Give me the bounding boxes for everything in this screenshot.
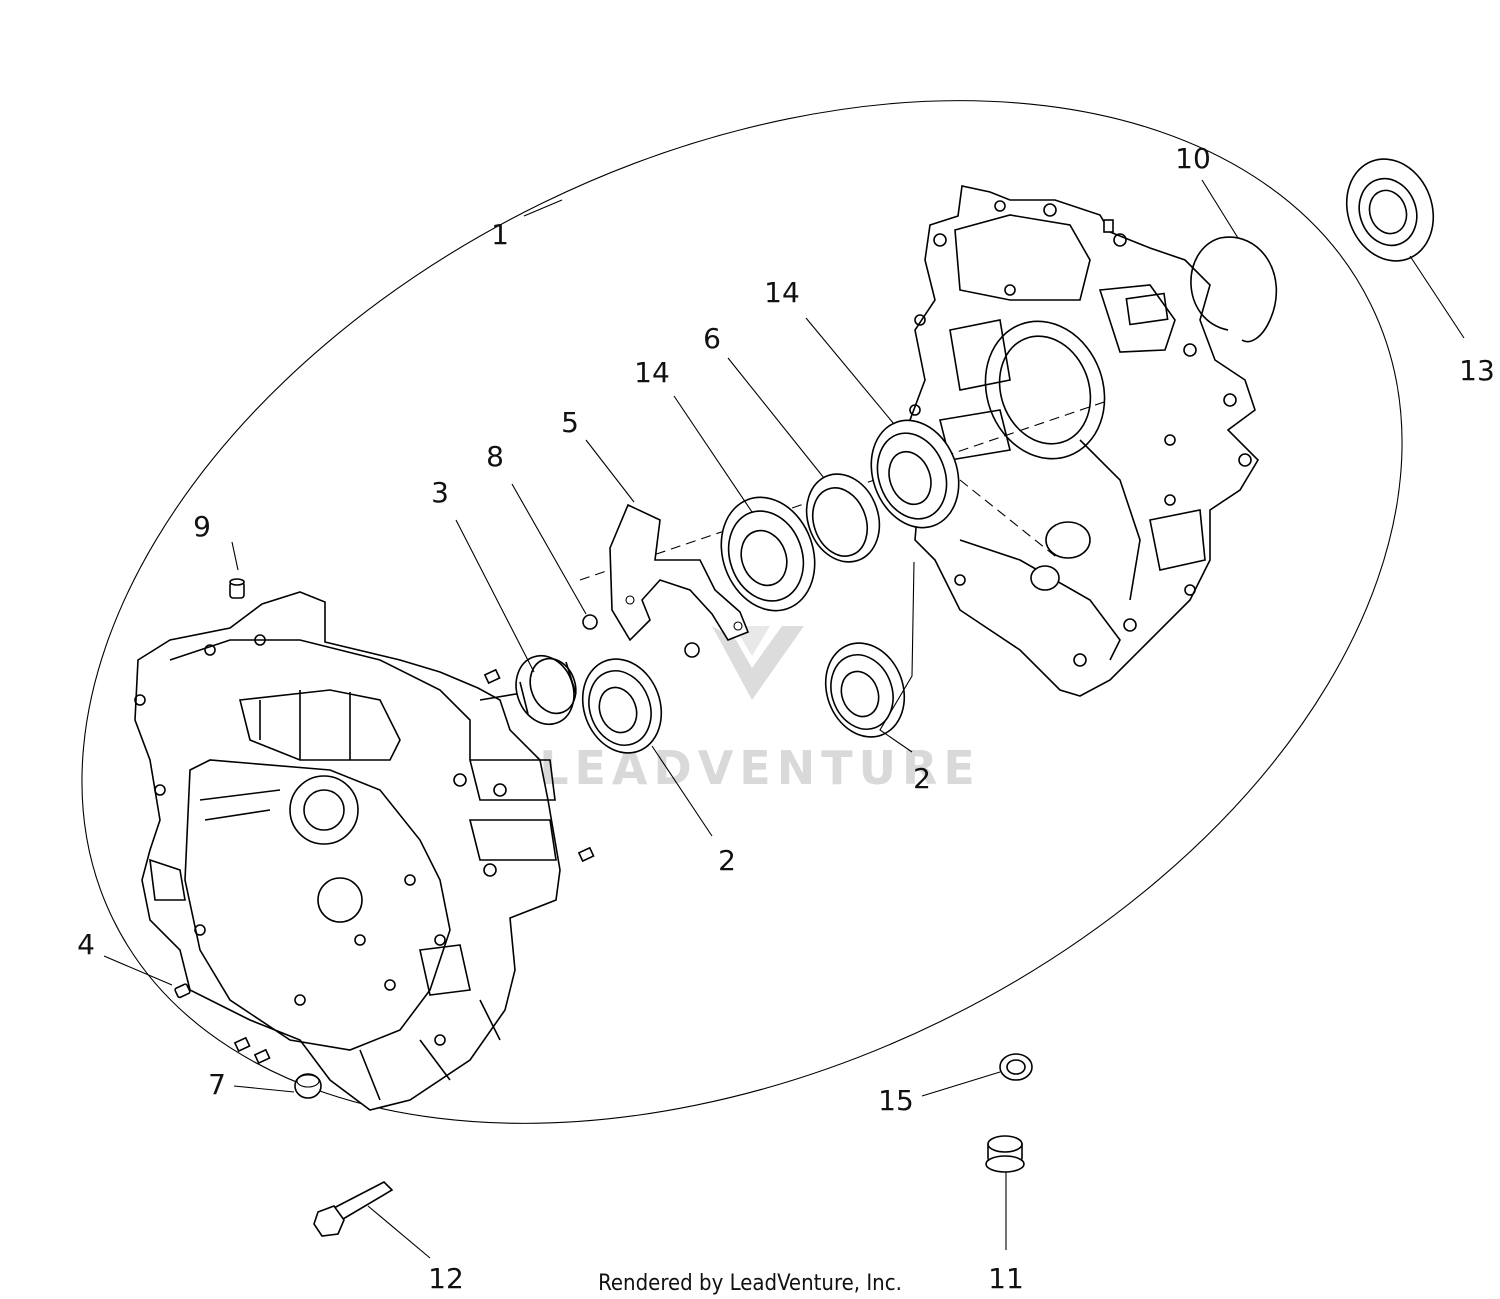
callout-2-right: 2: [913, 762, 931, 795]
oil-seal-13: [1345, 158, 1435, 262]
cap-7: [294, 1073, 322, 1099]
callout-4: 4: [77, 928, 95, 961]
callout-12: 12: [428, 1262, 464, 1295]
crankcase-left-half: [134, 591, 561, 1111]
callout-10: 10: [1175, 142, 1211, 175]
bearing-14-front: [720, 496, 816, 612]
callout-3: 3: [431, 476, 449, 509]
plug-9: [229, 578, 245, 599]
screw-8: [582, 614, 700, 658]
bearing-2-right: [824, 642, 906, 738]
callout-7: 7: [208, 1068, 226, 1101]
pin-4: [174, 983, 191, 999]
callout-14-front: 14: [634, 356, 670, 389]
callout-15: 15: [878, 1084, 914, 1117]
callout-14-rear: 14: [764, 276, 800, 309]
bearing-2-left: [581, 658, 663, 754]
washer-15: [999, 1053, 1033, 1081]
callout-5: 5: [561, 406, 579, 439]
callout-9: 9: [193, 510, 211, 543]
axis-line-lower: [959, 479, 1061, 561]
callout-2-left: 2: [718, 844, 736, 877]
callout-8: 8: [486, 440, 504, 473]
crankcase-right-half: [909, 185, 1260, 697]
rendered-by-credit: Rendered by LeadVenture, Inc.: [598, 1271, 902, 1296]
plate-5: [609, 503, 750, 642]
leader-lines: [103, 179, 1465, 1259]
callout-6: 6: [703, 322, 721, 355]
callout-11: 11: [988, 1262, 1024, 1295]
callout-1: 1: [491, 218, 509, 251]
ring-6: [805, 473, 881, 563]
circlip-10: [1190, 236, 1278, 343]
callout-13: 13: [1459, 354, 1495, 387]
bolt-12: [313, 1181, 394, 1237]
bearing-14-rear: [870, 419, 960, 529]
seal-3: [515, 654, 577, 726]
dowel-pins-left: [233, 668, 595, 1065]
watermark-text: LEADVENTURE: [539, 741, 981, 795]
drain-plug-11: [985, 1135, 1025, 1173]
